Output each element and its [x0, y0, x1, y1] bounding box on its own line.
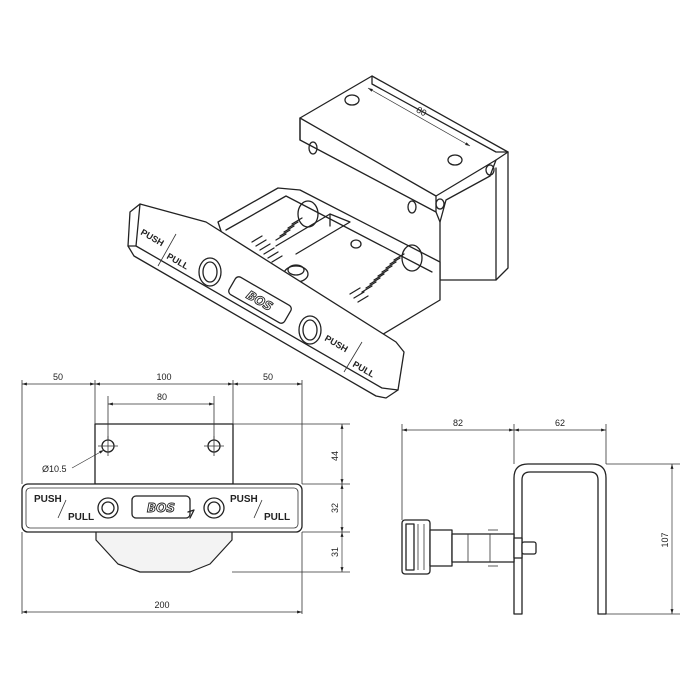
iso-dimension-80-text: 80 — [415, 105, 429, 119]
iso-bracket-hole-4 — [407, 200, 417, 214]
side-dim-depth-left: 82 — [453, 418, 463, 428]
front-push-label-left: PUSH — [34, 494, 62, 505]
front-dim-lower-height: 31 — [330, 547, 340, 557]
side-housing — [451, 533, 515, 563]
front-dim-center-span: 100 — [156, 372, 171, 382]
side-dim-depth-right: 62 — [555, 418, 565, 428]
iso-bracket-hole-2 — [447, 154, 463, 166]
side-connector — [429, 529, 453, 567]
front-handle-hole-left — [97, 497, 119, 519]
front-pull-label-right: PULL — [264, 512, 290, 523]
front-dim-right-margin: 50 — [263, 372, 273, 382]
iso-spring-2 — [349, 244, 423, 303]
iso-bracket-hole-1 — [344, 94, 360, 106]
iso-bracket-hole-6 — [435, 198, 445, 210]
front-view: PUSH PULL PUSH PULL BOS 50 100 50 — [21, 372, 350, 614]
front-lower-housing — [95, 529, 233, 573]
front-dim-upper-height: 44 — [330, 451, 340, 461]
front-pull-label-left: PULL — [68, 512, 94, 523]
front-dim-bar-height: 32 — [330, 503, 340, 513]
front-push-label-right: PUSH — [230, 494, 258, 505]
front-handle-hole-right — [203, 497, 225, 519]
front-dim-left-margin: 50 — [53, 372, 63, 382]
side-dim-total-height: 107 — [660, 532, 670, 547]
side-view: 82 62 107 — [401, 418, 680, 615]
front-dim-hole-spacing: 80 — [157, 392, 167, 402]
svg-text:BOS: BOS — [147, 501, 175, 515]
side-latch-pin — [521, 541, 537, 555]
front-dim-hole-diameter: Ø10.5 — [42, 464, 67, 474]
front-logo: BOS — [131, 495, 195, 519]
iso-spring-1 — [251, 200, 319, 263]
front-dim-total-width: 200 — [154, 600, 169, 610]
iso-dimension-80: 80 — [367, 87, 471, 147]
iso-bracket-hole-5 — [485, 164, 495, 176]
iso-bracket-hole-3 — [308, 141, 318, 155]
isometric-view: 80 — [127, 75, 509, 399]
iso-handle-bar: PUSH PULL PUSH PULL BOS — [127, 203, 405, 399]
front-bracket-plate — [94, 423, 234, 485]
side-u-bracket — [513, 463, 607, 615]
